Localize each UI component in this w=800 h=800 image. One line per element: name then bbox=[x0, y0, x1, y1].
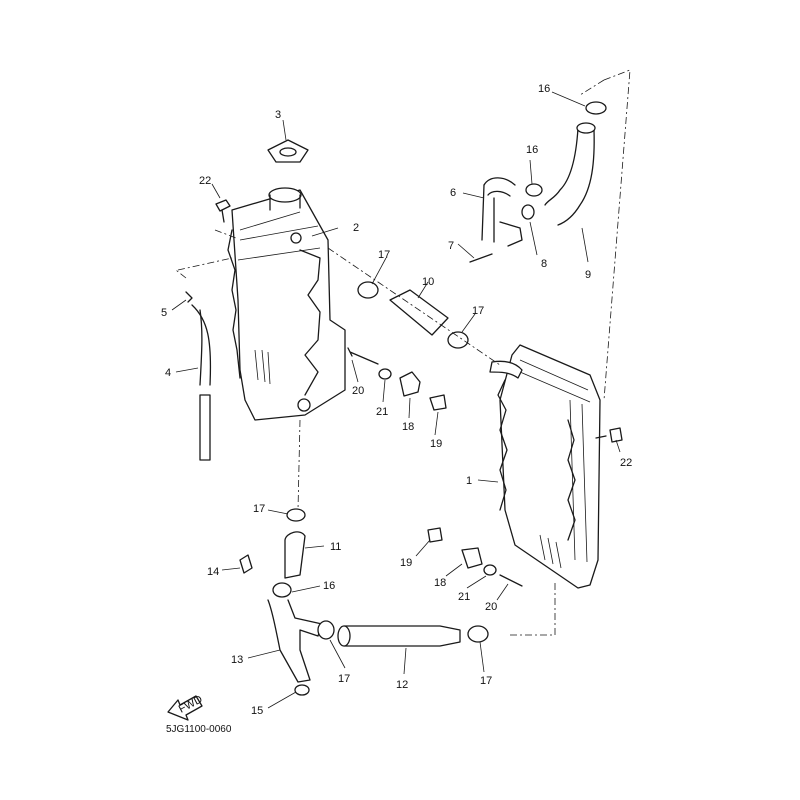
callout-17-c: 17 bbox=[253, 503, 265, 515]
clamp-lower-left bbox=[286, 508, 306, 522]
callout-21-right: 21 bbox=[458, 591, 470, 603]
callout-2: 2 bbox=[353, 222, 359, 234]
callout-16-mid: 16 bbox=[526, 144, 538, 156]
callout-19-right: 19 bbox=[400, 557, 412, 569]
callout-18-right: 18 bbox=[434, 577, 446, 589]
callout-17-b: 17 bbox=[472, 305, 484, 317]
upper-right-hoses bbox=[469, 101, 607, 263]
callout-11: 11 bbox=[330, 541, 341, 553]
fwd-arrow: FWD bbox=[167, 693, 205, 721]
bolt-left bbox=[215, 199, 231, 223]
callout-14: 14 bbox=[207, 566, 219, 578]
callout-20-left: 20 bbox=[352, 385, 364, 397]
callout-15: 15 bbox=[251, 705, 263, 717]
callout-17-d: 17 bbox=[338, 673, 350, 685]
clamps-upper bbox=[357, 281, 469, 349]
callout-7: 7 bbox=[448, 240, 454, 252]
callout-1: 1 bbox=[466, 475, 472, 487]
callout-17-e: 17 bbox=[480, 675, 492, 687]
right-radiator bbox=[489, 344, 601, 589]
callout-16-top: 16 bbox=[538, 83, 550, 95]
hose-10 bbox=[389, 289, 449, 336]
leader-lines bbox=[171, 91, 621, 709]
callout-6: 6 bbox=[450, 187, 456, 199]
callout-labels: 3 22 2 5 4 6 16 16 8 9 7 17 10 17 20 21 … bbox=[161, 83, 632, 717]
diagram-code: 5JG1100-0060 bbox=[166, 724, 232, 735]
callout-21-left: 21 bbox=[376, 406, 388, 418]
callout-18-left: 18 bbox=[402, 421, 414, 433]
left-radiator bbox=[227, 187, 346, 421]
callout-17-a: 17 bbox=[378, 249, 390, 261]
callout-13: 13 bbox=[231, 654, 243, 666]
hose-12 bbox=[337, 625, 489, 647]
callout-4: 4 bbox=[165, 367, 171, 379]
callout-3: 3 bbox=[275, 109, 281, 121]
breather-hose bbox=[185, 291, 212, 461]
callout-10: 10 bbox=[422, 276, 434, 288]
callout-22-left: 22 bbox=[199, 175, 211, 187]
callout-8: 8 bbox=[541, 258, 547, 270]
callout-20-right: 20 bbox=[485, 601, 497, 613]
callout-22-right: 22 bbox=[620, 457, 632, 469]
mount-hardware-left bbox=[347, 347, 447, 411]
mount-hardware-right bbox=[427, 527, 523, 587]
assembly-lines bbox=[175, 69, 631, 636]
radiator-cap bbox=[267, 139, 309, 163]
callout-5: 5 bbox=[161, 307, 167, 319]
lower-left-fittings bbox=[239, 531, 335, 696]
callout-9: 9 bbox=[585, 269, 591, 281]
callout-19-left: 19 bbox=[430, 438, 442, 450]
callout-16-low: 16 bbox=[323, 580, 335, 592]
bolt-right bbox=[595, 427, 623, 443]
callout-12: 12 bbox=[396, 679, 408, 691]
